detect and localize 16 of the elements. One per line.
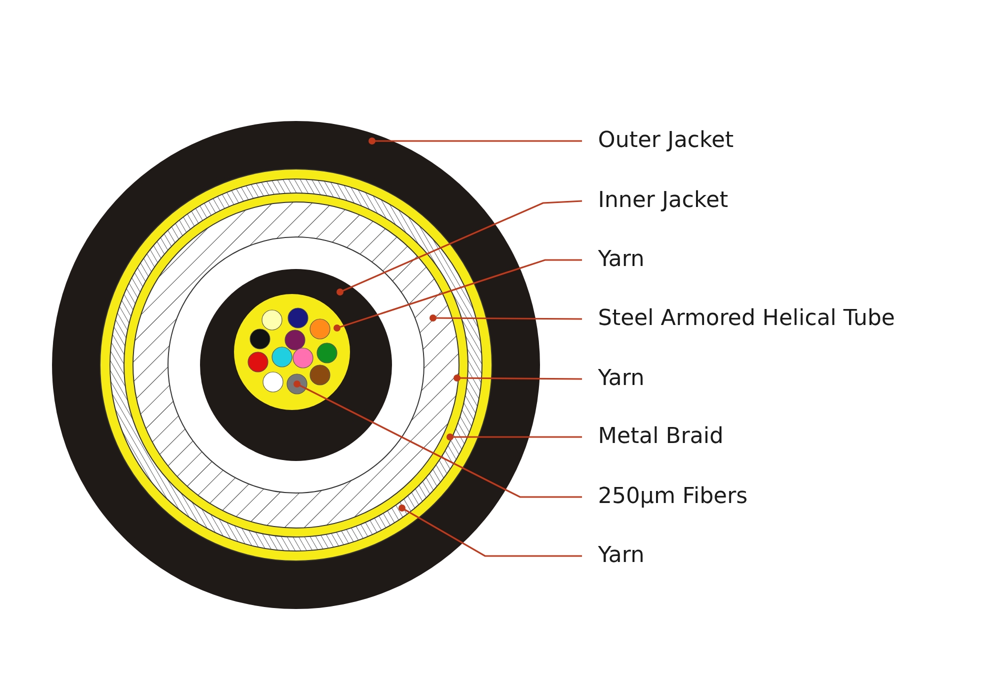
part-label: Outer Jacket [598,127,734,155]
part-label: Yarn [598,365,644,393]
part-label: 250µm Fibers [598,483,748,511]
part-label: Metal Braid [598,423,724,451]
part-label: Steel Armored Helical Tube [598,305,895,333]
leader-line [446,434,582,440]
leader-line [336,200,582,296]
part-label: Yarn [598,246,644,274]
part-label: Yarn [598,542,644,570]
leader-line [454,374,582,382]
leader-line [368,138,582,144]
leader-line [334,259,582,332]
leader-line [294,380,582,498]
part-label: Inner Jacket [598,187,728,215]
leader-line [398,504,582,557]
leader-line [430,314,582,322]
